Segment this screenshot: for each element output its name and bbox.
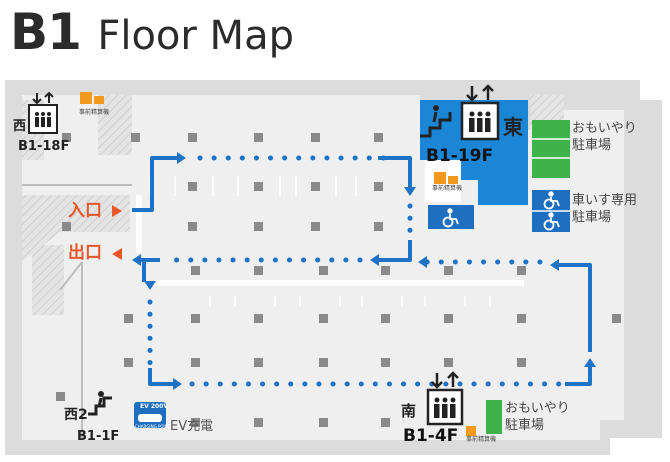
ev-badge-subtext: CHARGING POINT: [135, 424, 171, 429]
south-elevator-floors: B1-4F: [403, 426, 459, 446]
hatched-area: [32, 245, 64, 315]
payment-machine-icon: [434, 172, 458, 184]
prepay-machine-label-west: 事前精算機: [79, 109, 110, 116]
ev-charger-icon: [134, 402, 166, 428]
wheelchair-icon: [543, 212, 560, 231]
wheelchair-parking-label-line2: 駐車場: [572, 210, 612, 225]
elevator-icon: [460, 101, 500, 141]
ev-charging-label: EV充電: [170, 419, 214, 434]
east-elevator-floors: B1-19F: [426, 146, 494, 166]
entrance-label: 入口: [68, 201, 102, 221]
prepay-machine-label-south: 事前精算機: [466, 436, 497, 443]
compact-parking-label-line1: おもいやり: [572, 121, 637, 136]
pillars: [56, 133, 621, 427]
ramp-line: [59, 261, 83, 291]
elevator-icon: [28, 104, 58, 134]
stairs-icon: [88, 391, 112, 416]
entrance-arrow: [112, 205, 122, 217]
east-elevator-direction: 東: [503, 115, 523, 139]
compact-parking-south: [486, 400, 502, 434]
exit-arrow: [112, 248, 122, 260]
east-elevator-hall: [420, 100, 528, 205]
title-subtitle: Floor Map: [97, 13, 294, 59]
route-entrance: [132, 156, 182, 212]
wheelchair-icon: [543, 191, 560, 210]
title-bar: B1 Floor Map: [0, 0, 670, 72]
arrow-up-down-icon: [32, 91, 54, 105]
compact-parking-label-line2: 駐車場: [572, 138, 612, 153]
wheelchair-parking-label-line1: 車いす専用: [572, 193, 638, 208]
payment-machine-icon: [466, 426, 476, 436]
exit-label: 出口: [68, 243, 102, 263]
arrow-up-down-icon: [431, 371, 459, 389]
elevator-icon: [426, 388, 464, 426]
prepay-machine-label-east: 事前精算機: [432, 185, 463, 192]
south-elevator-direction: 南: [401, 402, 417, 420]
west2-elevator-floors: B1-1F: [77, 429, 120, 444]
compact-parking-south-label-line1: おもいやり: [505, 401, 570, 416]
page-title: B1 Floor Map: [10, 2, 294, 66]
west-elevator-direction: 西: [13, 119, 27, 134]
ev-badge-text: EV 200V: [140, 403, 168, 410]
stairs-icon: [420, 105, 452, 138]
compact-parking-east: [532, 120, 570, 178]
compact-parking-south-label-line2: 駐車場: [505, 418, 545, 433]
floor-number: B1: [10, 3, 82, 61]
west-elevator-floors: B1-18F: [18, 139, 70, 154]
hatched-area: [98, 95, 132, 155]
west2-elevator-direction: 西2: [64, 407, 88, 423]
wheelchair-icon: [442, 208, 459, 228]
hatched-area: [22, 195, 130, 262]
arrow-up-down-icon: [466, 84, 494, 102]
payment-machine-icon: [80, 92, 104, 104]
